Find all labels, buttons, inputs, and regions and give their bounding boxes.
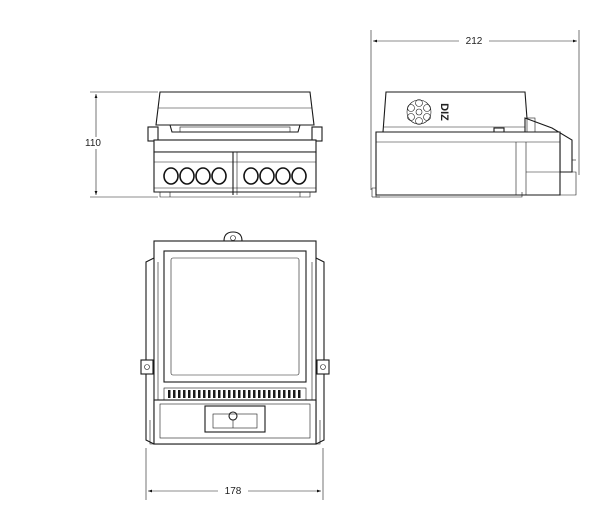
vent-slot — [288, 390, 291, 398]
cable-entries — [163, 167, 307, 185]
depth-dimension-label: 212 — [466, 36, 483, 47]
vent-slot — [203, 390, 206, 398]
side-view: DIZ — [371, 91, 577, 198]
vent-slot — [298, 390, 301, 398]
height-dimension-label: 110 — [85, 138, 101, 149]
top-view — [140, 231, 330, 445]
vent-slot — [268, 390, 271, 398]
vent-slot — [233, 390, 236, 398]
vent-slot — [243, 390, 246, 398]
vent-slot — [283, 390, 286, 398]
vent-slot — [223, 390, 226, 398]
vent-slot — [228, 390, 231, 398]
width-dimension: 178 — [145, 448, 324, 500]
front-view — [147, 91, 323, 198]
vent-slot — [208, 390, 211, 398]
width-dimension-label: 178 — [225, 486, 242, 497]
vent-slot — [273, 390, 276, 398]
height-dimension: 110 — [80, 91, 158, 198]
vent-slot — [263, 390, 266, 398]
vent-slot — [188, 390, 191, 398]
vent-slot — [178, 390, 181, 398]
vent-slot — [278, 390, 281, 398]
vent-slot — [238, 390, 241, 398]
vent-slot — [198, 390, 201, 398]
vent-slot — [253, 390, 256, 398]
vent-slot — [173, 390, 176, 398]
vent-slot — [293, 390, 296, 398]
vent-slot — [213, 390, 216, 398]
logo-emblem — [406, 99, 432, 125]
vent-slot — [183, 390, 186, 398]
side-logo-text: DIZ — [438, 103, 450, 121]
vent-slot — [168, 390, 171, 398]
vent-slot — [218, 390, 221, 398]
depth-dimension: 212 — [370, 30, 580, 190]
vent-slot — [248, 390, 251, 398]
vent-slot — [258, 390, 261, 398]
vent-slot — [193, 390, 196, 398]
